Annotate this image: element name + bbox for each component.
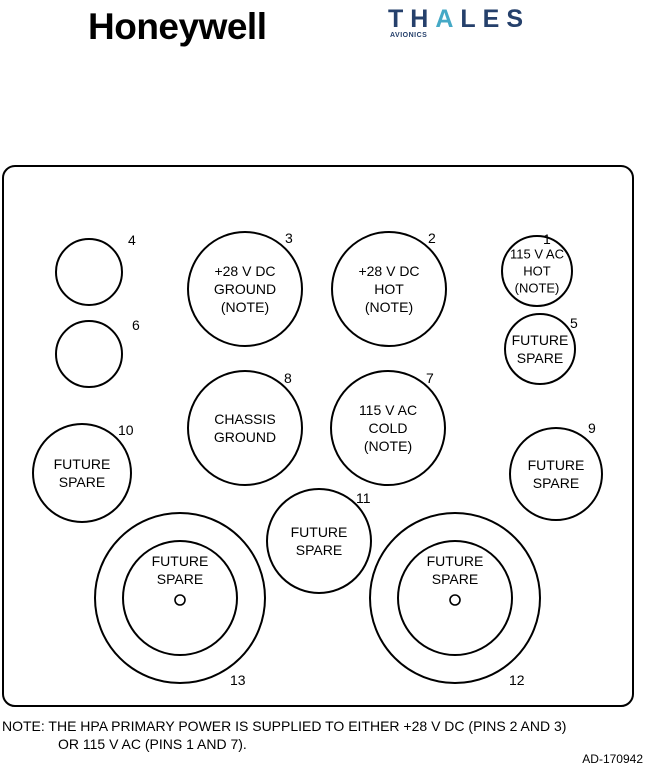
pin-12-outline xyxy=(369,512,541,684)
pin-3-label-line: +28 V DC xyxy=(214,263,275,279)
pin-3-outline xyxy=(187,231,303,347)
pin-12-center-contact xyxy=(449,594,461,606)
pin-4: 4 xyxy=(55,232,136,306)
pin-13-label-line: SPARE xyxy=(157,571,203,587)
pin-7: 7 115 V AC COLD (NOTE) xyxy=(330,370,446,486)
connector-shell-outline xyxy=(2,165,634,707)
pin-10-outline xyxy=(32,423,132,523)
pin-4-outline xyxy=(55,238,123,306)
pin-8-label-line: GROUND xyxy=(214,429,276,445)
thales-logo: THALES AVIONICS xyxy=(388,6,530,40)
pin-7-label-line: COLD xyxy=(369,420,408,436)
pin-3-label-line: GROUND xyxy=(214,281,276,297)
pin-5-number: 5 xyxy=(570,315,578,331)
honeywell-logo: Honeywell xyxy=(88,6,267,47)
pin-13-label-line: FUTURE xyxy=(152,553,209,569)
pin-11-label-line: FUTURE xyxy=(291,524,348,540)
pin-6: 6 xyxy=(55,317,140,388)
pin-9-label-line: FUTURE xyxy=(528,457,585,473)
footnote: NOTE: THE HPA PRIMARY POWER IS SUPPLIED … xyxy=(2,717,566,753)
pin-8-label-line: CHASSIS xyxy=(214,411,275,427)
pin-10-number: 10 xyxy=(118,422,134,438)
pin-2-number: 2 xyxy=(428,230,436,246)
pin-7-number: 7 xyxy=(426,370,434,386)
pin-6-number: 6 xyxy=(132,317,140,333)
pin-11-outline xyxy=(266,488,372,594)
pin-10-label-line: SPARE xyxy=(59,474,105,490)
pin-2-label-line: +28 V DC xyxy=(358,263,419,279)
pin-6-outline xyxy=(55,320,123,388)
pin-3: 3 +28 V DC GROUND (NOTE) xyxy=(187,230,303,347)
pin-12-inner-ring xyxy=(397,540,513,656)
pin-2-outline xyxy=(331,231,447,347)
pin-8-outline xyxy=(187,370,303,486)
pin-11-number: 11 xyxy=(356,490,371,506)
footnote-line-1: NOTE: THE HPA PRIMARY POWER IS SUPPLIED … xyxy=(2,718,567,734)
pin-12-number: 12 xyxy=(509,672,525,688)
pin-4-number: 4 xyxy=(128,232,136,248)
pin-2: 2 +28 V DC HOT (NOTE) xyxy=(331,230,447,347)
pin-13-outline xyxy=(94,512,266,684)
thales-logo-text: THALES xyxy=(388,5,531,33)
pin-9-number: 9 xyxy=(588,420,596,436)
pin-5-label-line: FUTURE xyxy=(512,332,569,348)
pin-12-label-line: SPARE xyxy=(432,571,478,587)
pin-10-label-line: FUTURE xyxy=(54,456,111,472)
pin-1-label-line: HOT xyxy=(523,264,551,279)
pin-7-label-line: 115 V AC xyxy=(359,402,417,418)
pin-1-number: 1 xyxy=(543,231,551,247)
pin-1-label-line: (NOTE) xyxy=(515,281,560,296)
pin-13-center-contact xyxy=(174,594,186,606)
footnote-line-2: OR 115 V AC (PINS 1 AND 7). xyxy=(58,736,247,752)
pin-3-label-line: (NOTE) xyxy=(221,299,269,315)
pin-7-label-line: (NOTE) xyxy=(364,438,412,454)
pin-13: 13 FUTURE SPARE xyxy=(94,512,266,688)
pin-7-outline xyxy=(330,370,446,486)
pin-12-label-line: FUTURE xyxy=(427,553,484,569)
pin-3-number: 3 xyxy=(285,230,293,246)
pin-8-number: 8 xyxy=(284,370,292,386)
pin-12: 12 FUTURE SPARE xyxy=(369,512,541,688)
pin-11-label-line: SPARE xyxy=(296,542,342,558)
pin-5-outline xyxy=(504,313,576,385)
pin-9-label-line: SPARE xyxy=(533,475,579,491)
drawing-code: AD-170942 xyxy=(582,752,643,766)
thales-logo-word: THALES xyxy=(388,6,530,32)
pin-13-number: 13 xyxy=(230,672,246,688)
pin-1-outline xyxy=(501,235,573,307)
pin-2-label-line: (NOTE) xyxy=(365,299,413,315)
pin-9-outline xyxy=(509,427,603,521)
pin-5-label-line: SPARE xyxy=(517,350,563,366)
pin-2-label-line: HOT xyxy=(374,281,404,297)
pin-1-label-line: 115 V AC xyxy=(510,247,564,262)
thales-logo-subtitle: AVIONICS xyxy=(390,32,428,39)
pin-13-inner-ring xyxy=(122,540,238,656)
